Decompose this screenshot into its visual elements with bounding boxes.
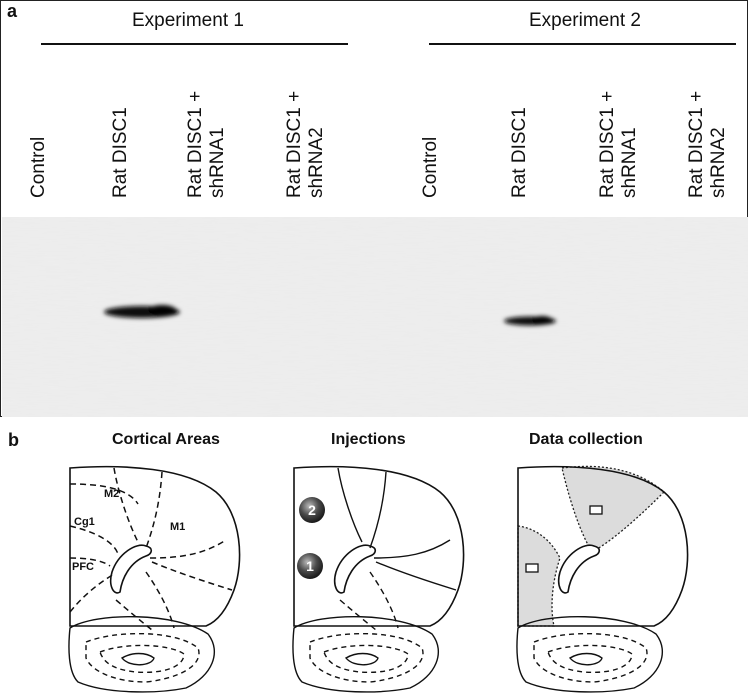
brain-outline — [69, 465, 241, 627]
data-collection-title: Data collection — [529, 431, 643, 448]
data-collection-brain-diagram — [516, 465, 689, 693]
lane-label-line: shRNA2 — [708, 127, 729, 198]
lane-label-line: shRNA1 — [619, 127, 640, 198]
lane-label-line: Control — [420, 136, 441, 198]
protein-band-exp2-rat-disc1 — [504, 316, 556, 326]
region-label-m2: M2 — [104, 488, 119, 500]
svg-text:1: 1 — [306, 558, 314, 574]
shaded-region-upper — [561, 465, 665, 553]
injection-site-2: 2 — [299, 497, 325, 523]
protein-band-exp1-rat-disc1 — [104, 305, 180, 318]
lane-label-exp2-2: Rat DISC1 +shRNA1 — [597, 91, 641, 198]
ventricle — [109, 544, 153, 594]
region-label-m1: M1 — [170, 521, 185, 533]
lane-label-line: Rat DISC1 — [110, 107, 131, 198]
shaded-region-lower — [517, 525, 561, 627]
injections-title: Injections — [331, 431, 406, 448]
cortical-areas-brain-diagram: M2 M1 Cg1 PFC — [68, 465, 241, 693]
lane-label-line: Rat DISC1 + — [185, 90, 206, 198]
panel-b-letter: b — [8, 430, 19, 450]
experiment-2-title: Experiment 2 — [529, 10, 641, 31]
experiment-2-bracket-line — [429, 43, 736, 45]
cortical-areas-title: Cortical Areas — [112, 431, 220, 448]
injections-brain-diagram: 2 1 — [292, 465, 465, 693]
lane-label-line: Rat DISC1 + — [284, 90, 305, 198]
svg-text:2: 2 — [308, 502, 316, 518]
striatum-outline — [68, 615, 215, 693]
lane-label-line: shRNA2 — [306, 127, 327, 198]
lane-label-line: Control — [28, 136, 49, 198]
lane-label-line: Rat DISC1 + — [597, 90, 618, 198]
lane-label-exp1-1: Rat DISC1 — [110, 107, 132, 198]
lane-label-exp2-0: Control — [420, 137, 442, 198]
lane-label-line: shRNA1 — [207, 127, 228, 198]
lane-label-exp1-0: Control — [28, 137, 50, 198]
blot-image — [2, 217, 748, 417]
lane-label-line: Rat DISC1 + — [686, 90, 707, 198]
experiment-1-title: Experiment 1 — [132, 10, 244, 31]
region-label-pfc: PFC — [72, 561, 94, 573]
experiment-1-bracket-line — [41, 43, 348, 45]
region-label-cg1: Cg1 — [74, 516, 95, 528]
western-blot-panel: a Experiment 1 Experiment 2 — [0, 0, 748, 417]
lane-label-exp1-3: Rat DISC1 +shRNA2 — [284, 91, 328, 198]
injection-site-1: 1 — [297, 553, 323, 579]
panel-a-letter: a — [7, 1, 18, 21]
lane-label-line: Rat DISC1 — [509, 107, 530, 198]
lane-label-exp1-2: Rat DISC1 +shRNA1 — [185, 91, 229, 198]
lane-label-exp2-3: Rat DISC1 +shRNA2 — [686, 91, 730, 198]
lane-label-exp2-1: Rat DISC1 — [509, 107, 531, 198]
recording-box-lower — [525, 563, 539, 573]
recording-box-upper — [589, 505, 603, 515]
